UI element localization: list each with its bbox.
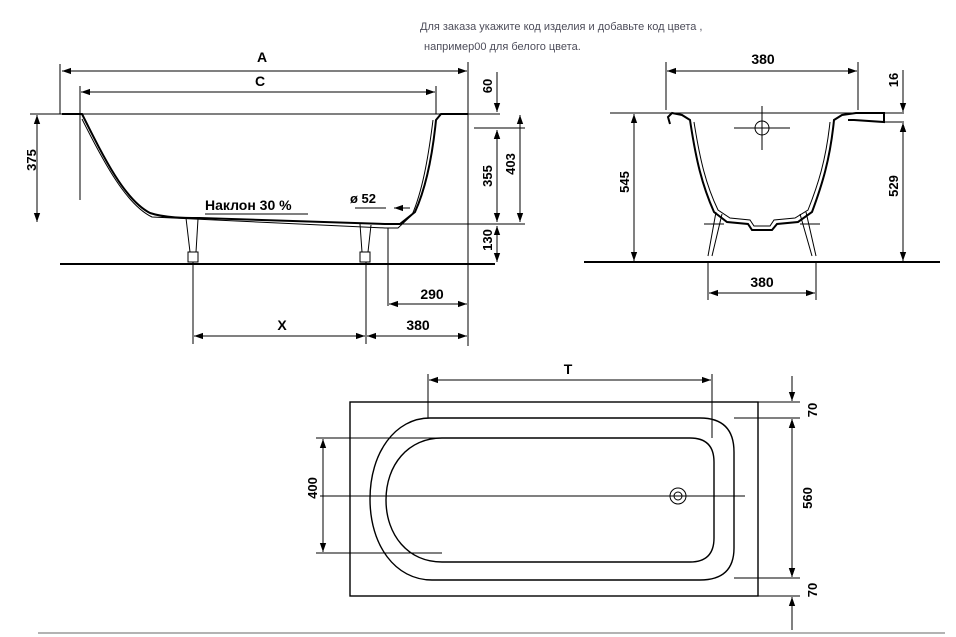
order-note-line-2: например00 для белого цвета. bbox=[424, 41, 581, 53]
dim-130-label: 130 bbox=[480, 229, 495, 251]
dim-70-bottom-label: 70 bbox=[805, 583, 820, 597]
dim-x-label: X bbox=[277, 317, 287, 333]
dim-400-label: 400 bbox=[305, 477, 320, 499]
back-leg bbox=[359, 223, 372, 253]
end-right-leg bbox=[799, 211, 820, 257]
tub-basin-outer bbox=[369, 417, 735, 581]
dim-403-label: 403 bbox=[503, 153, 518, 175]
dim-16-label: 16 bbox=[886, 73, 901, 87]
side-view: A C 375 60 355 403 130 Наклон 30 % ø 52 … bbox=[24, 49, 525, 346]
tub-basin-inner bbox=[385, 437, 715, 563]
dim-290-label: 290 bbox=[420, 286, 444, 302]
dim-a-label: A bbox=[257, 49, 267, 65]
dim-top-380-label: 380 bbox=[751, 51, 775, 67]
dim-355-label: 355 bbox=[480, 165, 495, 187]
order-note-line-1: Для заказа укажите код изделия и добавьт… bbox=[420, 21, 703, 33]
dim-bottom-380-label: 380 bbox=[750, 274, 774, 290]
end-left-leg bbox=[704, 211, 724, 257]
dim-529-label: 529 bbox=[886, 175, 901, 197]
dim-375-label: 375 bbox=[24, 149, 39, 171]
top-view: T 400 70 560 70 bbox=[305, 361, 820, 630]
tub-side-profile bbox=[62, 113, 468, 225]
end-view: 380 16 545 529 380 bbox=[584, 51, 940, 300]
dim-t-label: T bbox=[564, 361, 573, 377]
dim-545-label: 545 bbox=[617, 171, 632, 193]
front-leg bbox=[185, 217, 199, 253]
dim-560-label: 560 bbox=[800, 487, 815, 509]
dim-60-label: 60 bbox=[480, 79, 495, 93]
dim-c-label: C bbox=[255, 73, 265, 89]
tub-outer-rim bbox=[349, 401, 759, 597]
dim-380-label: 380 bbox=[406, 317, 430, 333]
tub-end-profile bbox=[666, 111, 885, 231]
dim-70-top-label: 70 bbox=[805, 403, 820, 417]
slope-label: Наклон 30 % bbox=[205, 197, 292, 213]
drain-diameter-label: ø 52 bbox=[350, 191, 376, 206]
